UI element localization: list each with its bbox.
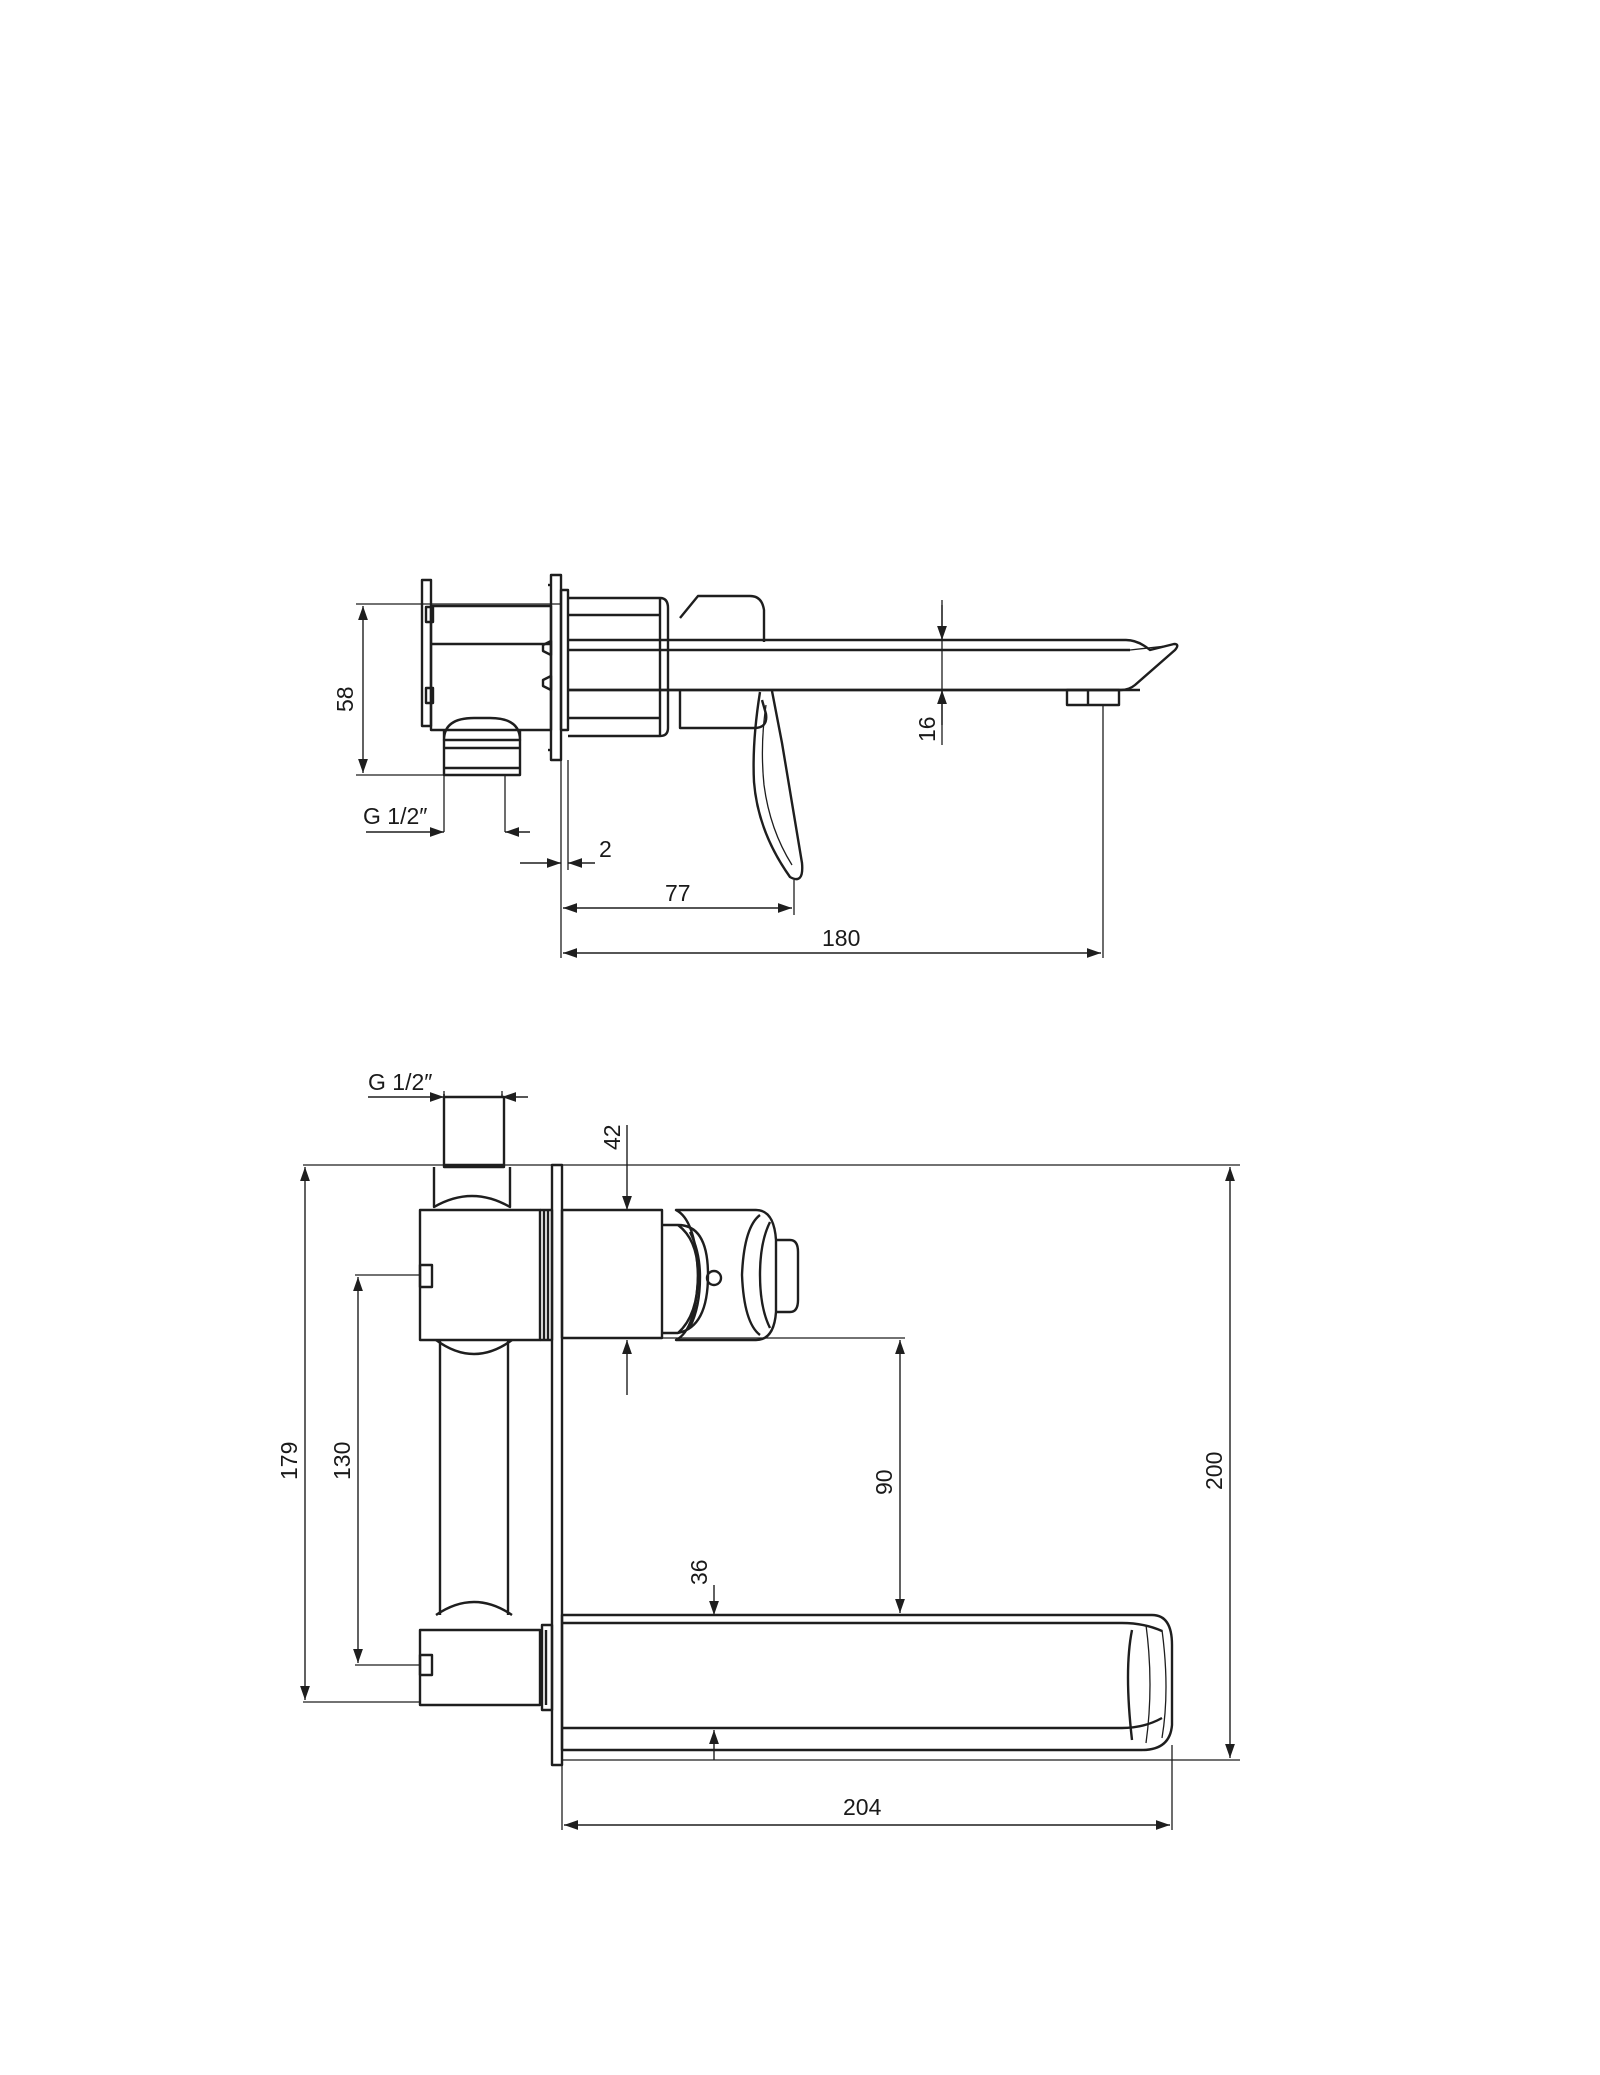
side-dim-thread: G 1/2″ bbox=[363, 803, 427, 829]
top-extension-lines bbox=[303, 1091, 1240, 1830]
top-spout bbox=[560, 1613, 1174, 1752]
side-dim-77: 77 bbox=[665, 880, 691, 906]
top-dim-179: 179 bbox=[276, 1442, 302, 1480]
top-dimension-lines bbox=[300, 1092, 1235, 1830]
top-dim-42: 42 bbox=[599, 1124, 625, 1150]
top-dim-36: 36 bbox=[686, 1559, 712, 1585]
top-body bbox=[418, 1095, 554, 1712]
side-spout bbox=[568, 638, 1179, 707]
top-dim-204: 204 bbox=[843, 1794, 882, 1820]
side-dim-16: 16 bbox=[914, 716, 940, 742]
side-dim-2: 2 bbox=[599, 836, 612, 862]
side-body bbox=[420, 573, 570, 777]
top-dim-90: 90 bbox=[871, 1469, 897, 1495]
top-cartridge bbox=[560, 1208, 800, 1342]
top-view: G 1/2″ 42 179 130 90 36 200 204 bbox=[276, 1069, 1240, 1830]
top-dim-130: 130 bbox=[329, 1442, 355, 1480]
top-dim-thread: G 1/2″ bbox=[368, 1069, 432, 1095]
side-dim-58: 58 bbox=[332, 686, 358, 712]
side-cartridge bbox=[568, 594, 804, 881]
side-dim-180: 180 bbox=[822, 925, 860, 951]
side-extension-lines bbox=[356, 600, 1104, 958]
side-dimension-lines bbox=[358, 605, 1101, 958]
side-view: 58 G 1/2″ 2 77 180 16 bbox=[332, 573, 1179, 958]
top-wall-plate bbox=[550, 1163, 564, 1767]
top-dim-200: 200 bbox=[1201, 1452, 1227, 1490]
